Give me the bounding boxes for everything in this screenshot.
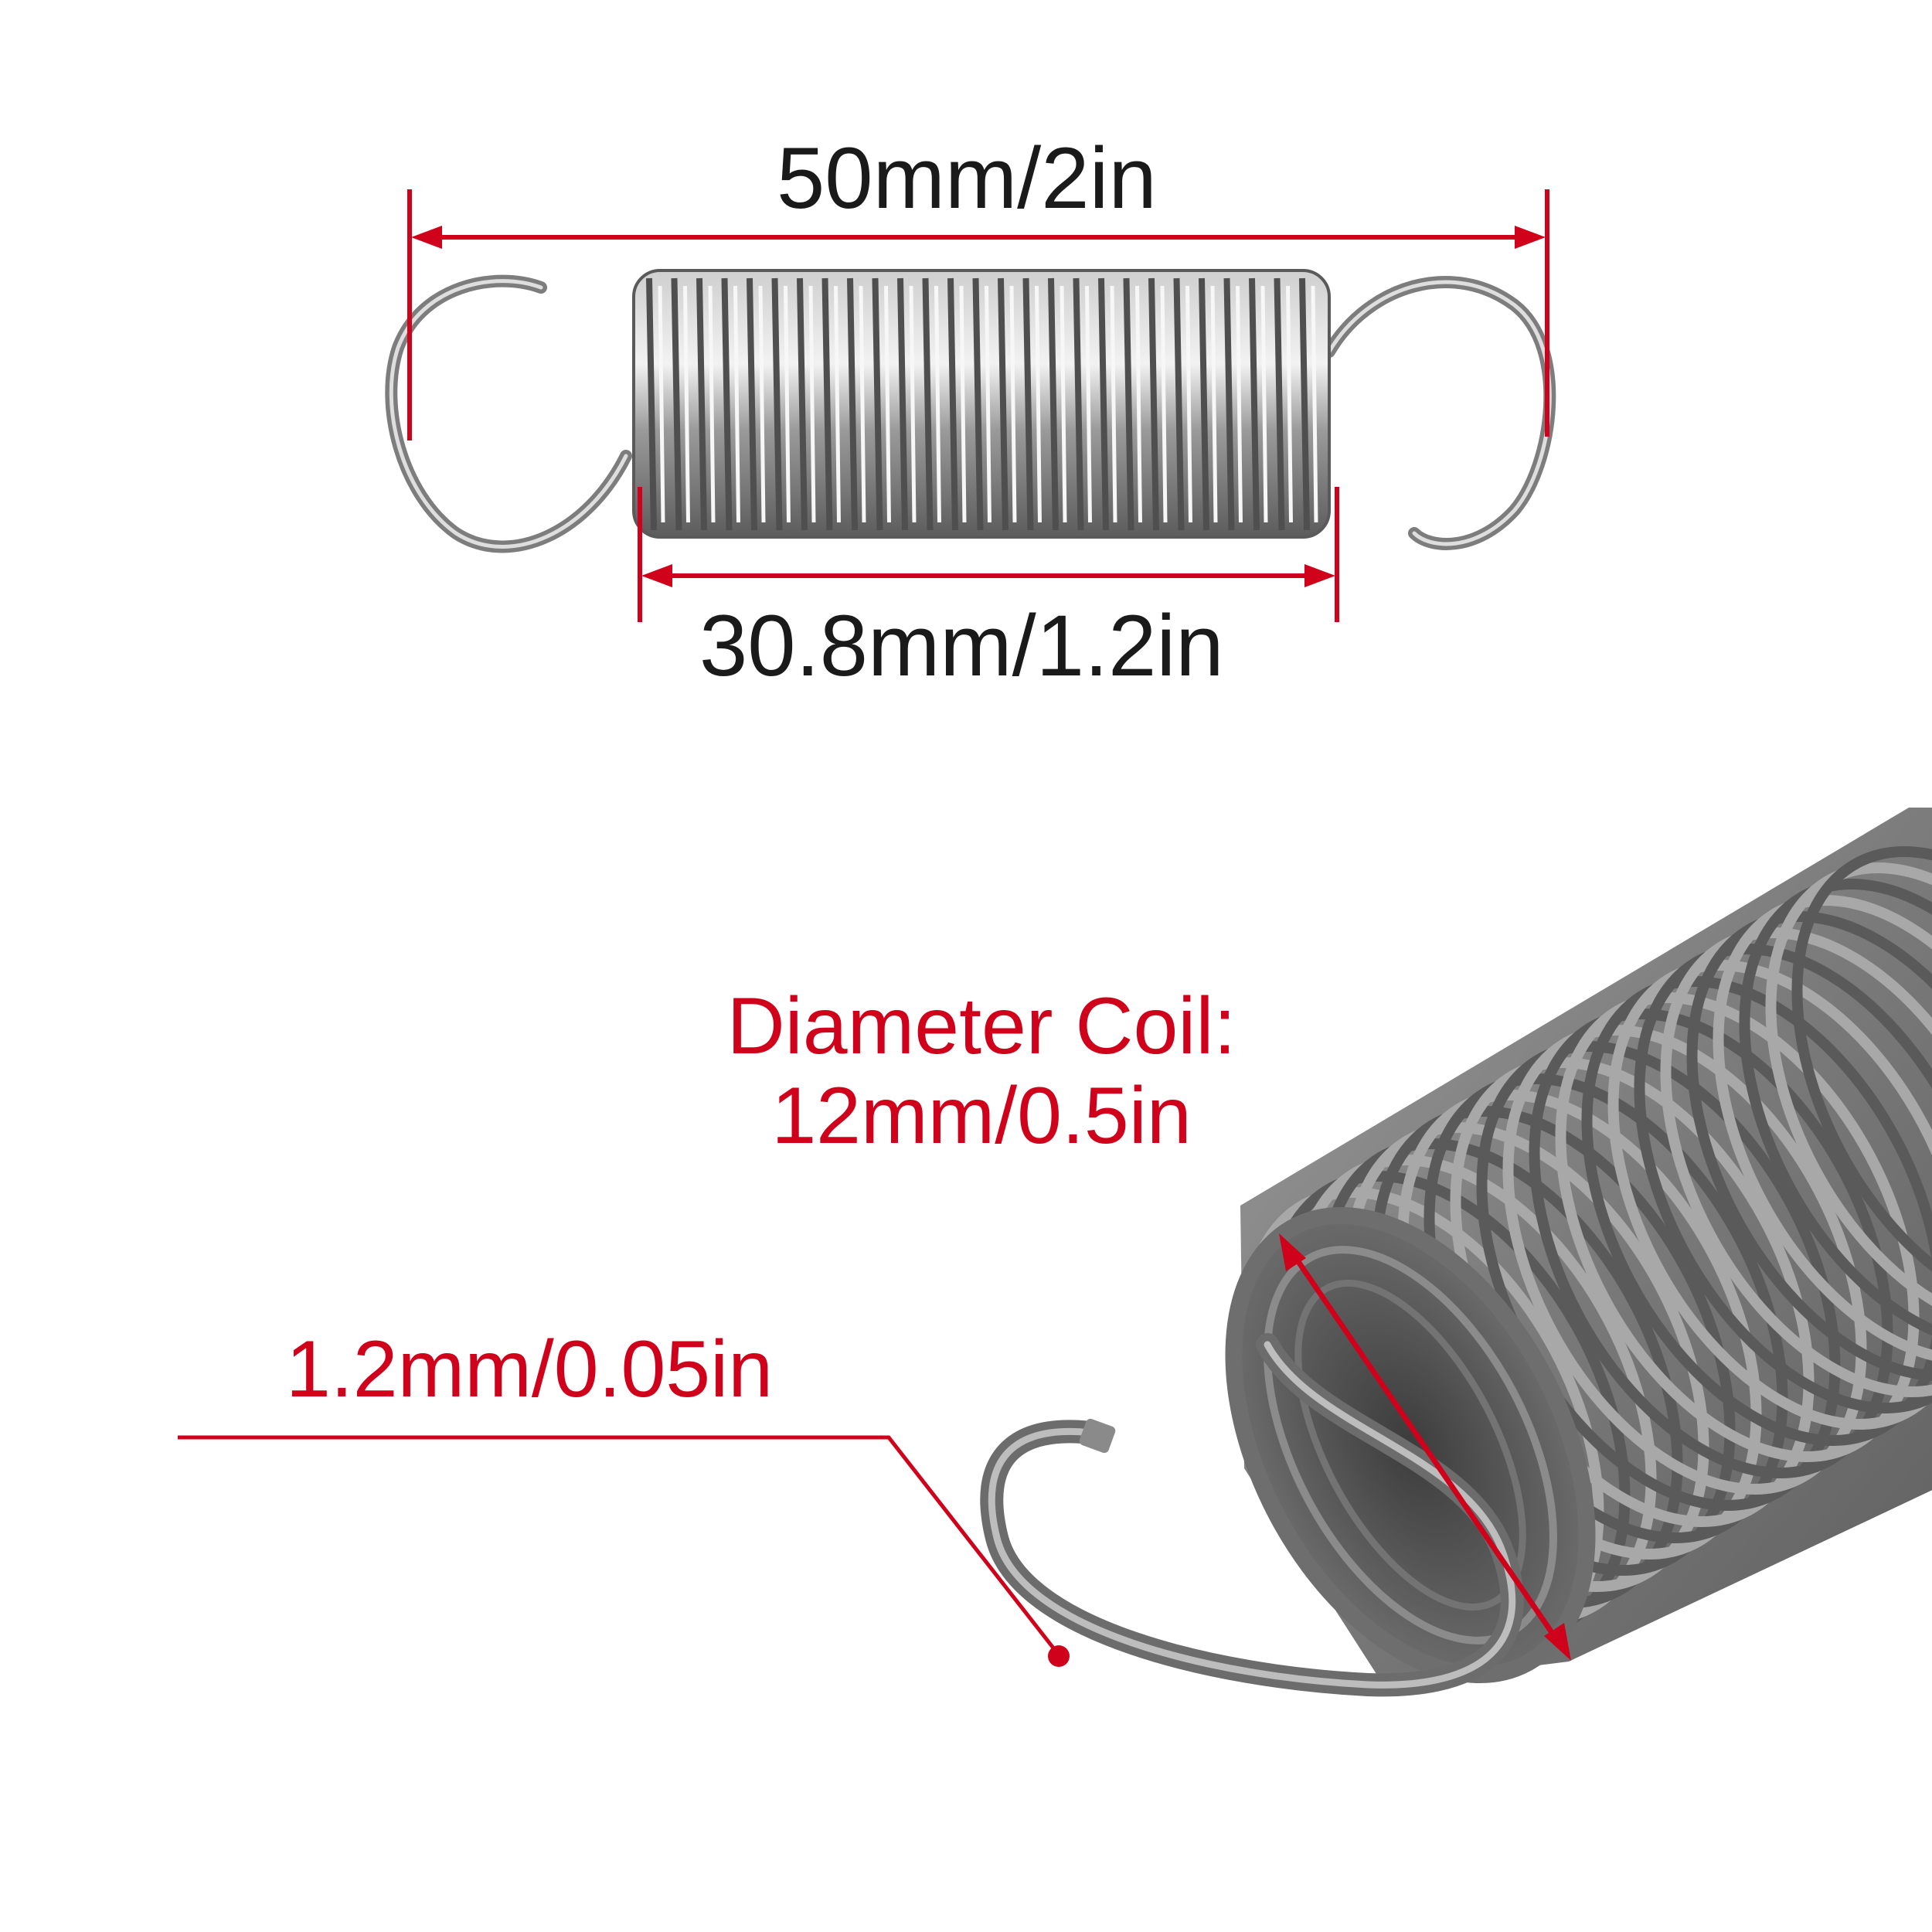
top-coil-turn <box>1299 277 1310 531</box>
top-coil-highlight <box>683 285 690 523</box>
top-coil-highlight <box>884 285 891 523</box>
top-coil-turn <box>1173 277 1185 531</box>
body-length-label: 30.8mm/1.2in <box>699 597 1224 694</box>
total-length-label: 50mm/2in <box>777 130 1157 226</box>
body-length-dimension <box>638 487 1339 622</box>
top-coil-turn <box>797 277 808 531</box>
top-coil-turn <box>821 277 833 531</box>
wire-diameter-label: 1.2mm/0.05in <box>286 1325 774 1414</box>
coil-diameter-dimension <box>1279 1233 1571 1661</box>
top-coil-turn <box>897 277 908 531</box>
top-coil-turn <box>1249 277 1260 531</box>
top-coil-turn <box>721 277 733 531</box>
coil-diameter-label: Diameter Coil: 12mm/0.5in <box>672 981 1291 1162</box>
top-coil-highlight <box>934 285 941 523</box>
top-coil-highlight <box>1085 285 1092 523</box>
top-coil-turn <box>1123 277 1134 531</box>
top-coil-highlight <box>1210 285 1218 523</box>
top-coil-turn <box>947 277 958 531</box>
top-coil-turn <box>998 277 1009 531</box>
top-coil-highlight <box>784 285 791 523</box>
top-coil-highlight <box>758 285 766 523</box>
top-coil-highlight <box>733 285 740 523</box>
top-coil-turn <box>747 277 757 531</box>
top-coil-highlight <box>1286 285 1293 523</box>
top-coil-turn <box>696 277 707 531</box>
top-coil-highlight <box>658 285 665 523</box>
top-coil-turn <box>922 277 934 531</box>
top-coil-turn <box>1148 277 1159 531</box>
total-length-dimension <box>407 189 1549 440</box>
top-spring-coils <box>646 277 1318 531</box>
top-coil-highlight <box>1009 285 1017 523</box>
coil-diameter-title: Diameter Coil: <box>726 981 1236 1071</box>
top-coil-highlight <box>1110 285 1117 523</box>
top-coil-highlight <box>859 285 866 523</box>
top-coil-highlight <box>1236 285 1243 523</box>
top-coil-highlight <box>1260 285 1268 523</box>
top-coil-highlight <box>708 285 716 523</box>
top-coil-turn <box>1022 277 1034 531</box>
top-coil-highlight <box>1160 285 1168 523</box>
top-coil-turn <box>1274 277 1285 531</box>
top-coil-highlight <box>1311 285 1318 523</box>
top-coil-highlight <box>909 285 917 523</box>
top-coil-turn <box>646 277 657 531</box>
top-coil-turn <box>872 277 883 531</box>
top-coil-highlight <box>985 285 992 523</box>
top-spring <box>385 269 1556 553</box>
closeup-coil-turn <box>1791 845 1932 1317</box>
top-coil-turn <box>1073 277 1084 531</box>
top-coil-highlight <box>1035 285 1042 523</box>
top-coil-turn <box>1199 277 1209 531</box>
top-coil-turn <box>671 277 682 531</box>
top-coil-turn <box>972 277 984 531</box>
top-coil-turn <box>1223 277 1235 531</box>
top-coil-turn <box>847 277 858 531</box>
top-coil-highlight <box>808 285 816 523</box>
top-coil-turn <box>1048 277 1059 531</box>
top-coil-turn <box>771 277 783 531</box>
wire-diameter-leader <box>178 1435 1070 1667</box>
closeup-spring <box>980 808 1932 1697</box>
top-coil-highlight <box>1135 285 1142 523</box>
top-coil-highlight <box>959 285 967 523</box>
top-coil-highlight <box>1060 285 1067 523</box>
coil-diameter-value: 12mm/0.5in <box>771 1071 1192 1162</box>
top-coil-turn <box>1098 277 1109 531</box>
top-coil-highlight <box>834 285 841 523</box>
top-coil-highlight <box>1185 285 1192 523</box>
